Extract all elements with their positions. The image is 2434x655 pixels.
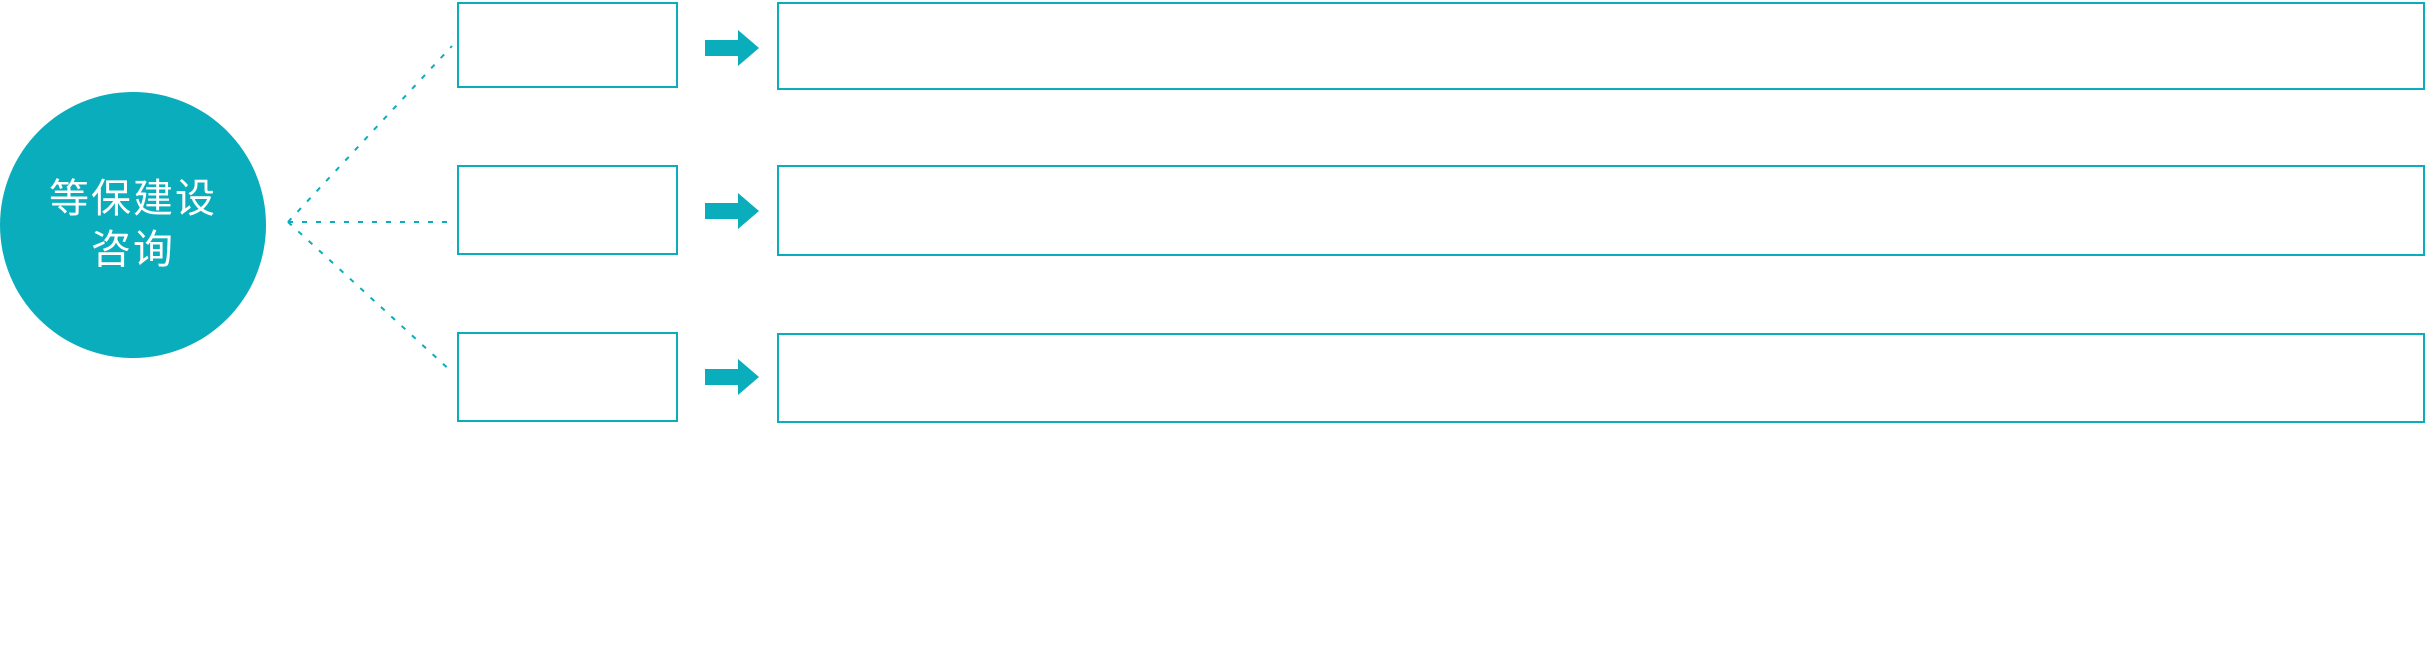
connector-line-bottom (287, 221, 453, 373)
row-2-right-arrow-icon (705, 193, 759, 229)
row-1-small-box-label (459, 4, 676, 20)
hub-label-line-1: 等保建设 (49, 176, 217, 221)
row-1-right-arrow-icon (705, 30, 759, 66)
row-2-large-box-label (779, 167, 2423, 183)
row-2-small-box-label (459, 167, 676, 183)
row-3-small-box-label (459, 334, 676, 350)
row-2-small-box[interactable] (457, 165, 678, 255)
row-1-large-box[interactable] (777, 2, 2425, 90)
hub-label-line-2: 咨询 (91, 228, 175, 272)
row-3-small-box[interactable] (457, 332, 678, 422)
row-2-large-box[interactable] (777, 165, 2425, 256)
row-1-small-box[interactable] (457, 2, 678, 88)
row-3-large-box-label (779, 335, 2423, 351)
row-3-large-box[interactable] (777, 333, 2425, 423)
hub-circle[interactable]: 等保建设 咨询 (0, 92, 266, 358)
row-1-large-box-label (779, 4, 2423, 20)
connector-line-top (287, 45, 453, 223)
row-3-right-arrow-icon (705, 359, 759, 395)
